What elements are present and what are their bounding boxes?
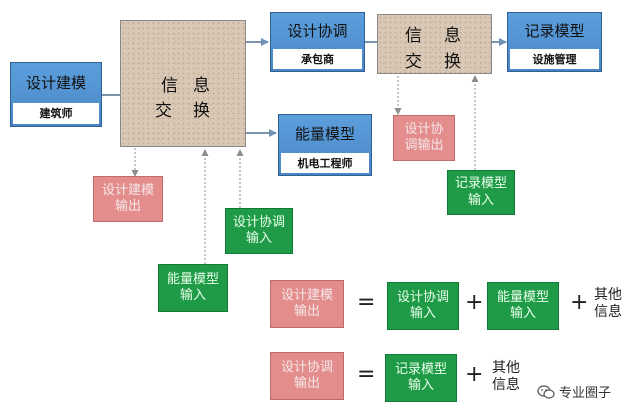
watermark-text: 专业圈子 <box>559 386 612 401</box>
watermark: 专业圈子 <box>537 382 611 401</box>
exchange1-char1: 信 <box>161 76 178 96</box>
exchange2-char4: 换 <box>444 52 461 72</box>
wechat-icon <box>537 384 555 399</box>
energy-model-role: 机电工程师 <box>281 152 369 173</box>
design-output-label: 设计建模输出 <box>93 176 163 222</box>
design-model-title: 设计建模 <box>25 74 86 93</box>
record-input-label: 记录模型输入 <box>447 170 515 215</box>
eq1-term2: 能量模型输入 <box>487 282 559 330</box>
eq2-other-info: 其他信息 <box>492 360 520 393</box>
energy-model-title: 能量模型 <box>294 125 355 144</box>
eq2-lhs: 设计协调输出 <box>270 352 344 400</box>
coord-input-label: 设计协调输入 <box>225 208 293 254</box>
exchange1-char4: 换 <box>193 101 210 121</box>
energy-input-label: 能量模型输入 <box>158 264 228 312</box>
eq1-term1: 设计协调输入 <box>387 282 459 330</box>
exchange2-char3: 交 <box>405 52 422 72</box>
eq2-term1: 记录模型输入 <box>385 354 457 402</box>
record-model-title: 记录模型 <box>524 22 585 41</box>
design-model-box: 设计建模 建筑师 <box>10 62 102 127</box>
exchange1-char2: 息 <box>193 76 210 96</box>
eq1-other-info: 其他信息 <box>594 287 622 320</box>
record-model-role: 设施管理 <box>510 49 599 69</box>
eq1-equals: = <box>357 290 376 315</box>
exchange2-char1: 信 <box>405 26 422 46</box>
eq2-equals: = <box>357 362 376 387</box>
eq2-plus1: + <box>465 362 484 387</box>
eq1-plus1: + <box>465 290 484 315</box>
exchange1-char3: 交 <box>155 101 172 121</box>
energy-model-box: 能量模型 机电工程师 <box>278 114 372 176</box>
eq1-plus2: + <box>570 290 589 315</box>
coord-output-label: 设计协调输出 <box>393 115 455 161</box>
design-model-role: 建筑师 <box>13 102 99 124</box>
coordination-model-title: 设计协调 <box>287 22 348 41</box>
eq1-lhs: 设计建模输出 <box>270 280 344 328</box>
exchange2-char2: 息 <box>444 26 461 46</box>
information-exchange-1: 信 息 交 换 <box>120 20 246 147</box>
record-model-box: 记录模型 设施管理 <box>507 12 602 72</box>
coordination-model-box: 设计协调 承包商 <box>270 12 365 72</box>
information-exchange-2: 信 息 交 换 <box>377 14 492 74</box>
coordination-model-role: 承包商 <box>273 49 362 69</box>
